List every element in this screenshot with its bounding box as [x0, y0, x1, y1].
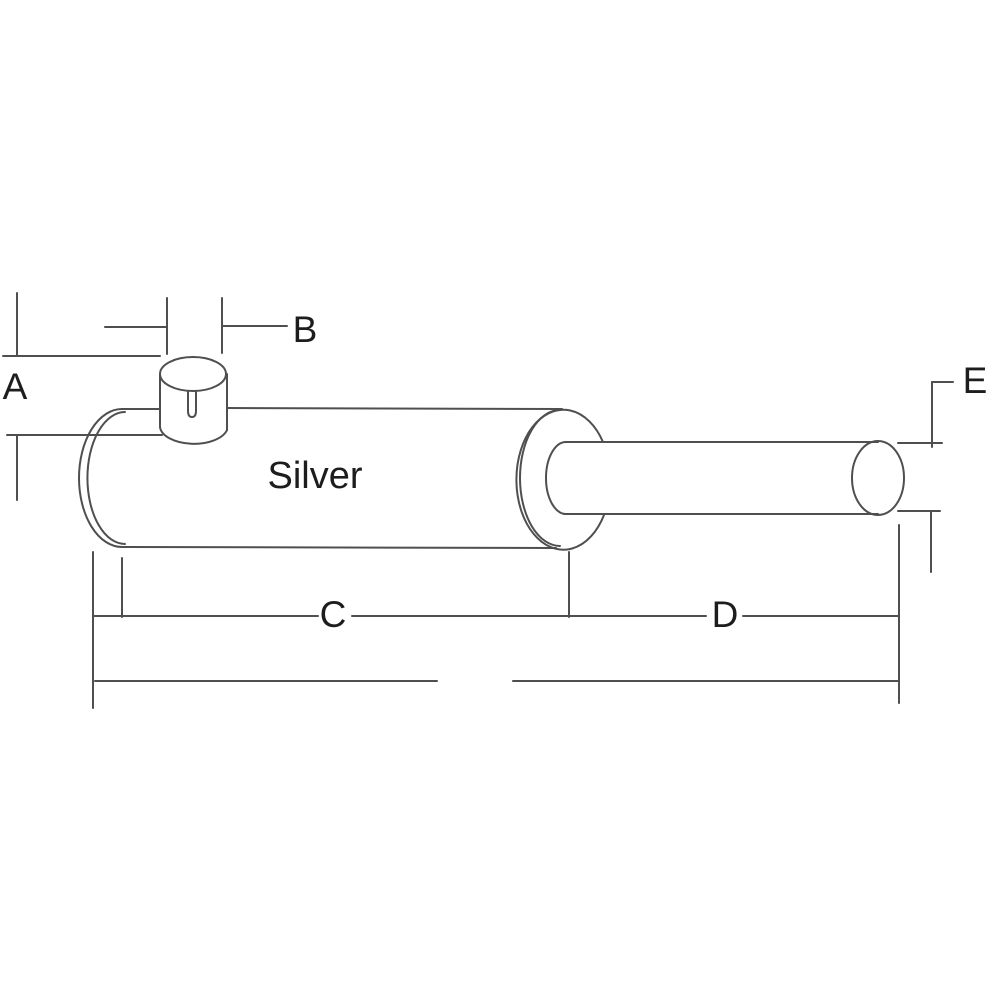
- inlet-stub-outline: [159, 356, 228, 445]
- inlet-stub-bottom-arc: [159, 426, 228, 445]
- outlet-pipe-end-ellipse: [851, 440, 905, 516]
- outlet-pipe-collar-arc: [545, 441, 567, 515]
- dimension-e-lines: [897, 381, 954, 573]
- left-endcap-outer-arc: [78, 408, 123, 548]
- inlet-stub-slot: [187, 390, 197, 418]
- dimension-c-label: C: [320, 594, 347, 635]
- dimension-b-lines: [104, 297, 288, 355]
- left-endcap-inner-arc: [86, 411, 126, 545]
- right-endcap-seam-arc: [519, 409, 561, 547]
- dimension-b-label: B: [293, 309, 318, 350]
- inlet-stub-top-ellipse: [159, 356, 227, 392]
- dimension-c-d-lines: [92, 524, 900, 709]
- body-top-line-right: [226, 407, 563, 410]
- muffler-body-outline: [78, 407, 605, 551]
- dimension-a-lines: [2, 292, 163, 501]
- dimension-e-label: E: [963, 360, 988, 401]
- right-endcap-ellipse: [515, 408, 605, 551]
- body-bottom-line: [120, 546, 557, 549]
- product-finish-label: Silver: [267, 455, 362, 497]
- dimension-d-label: D: [712, 594, 739, 635]
- outlet-pipe-outline: [545, 440, 905, 516]
- dimension-a-label: A: [3, 366, 28, 407]
